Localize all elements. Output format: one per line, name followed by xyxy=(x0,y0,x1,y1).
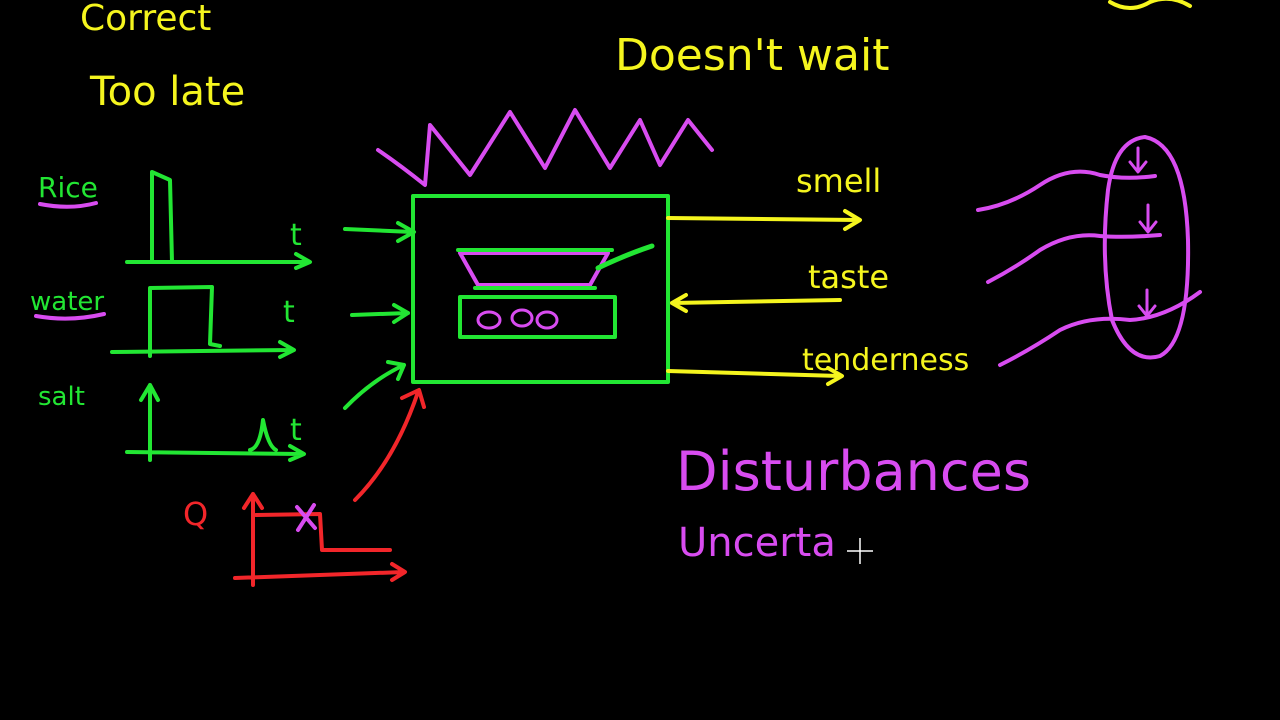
down-arrow-icon xyxy=(1128,146,1148,174)
crosshair-cursor-icon xyxy=(847,538,873,564)
water-time-axis-label: t xyxy=(283,295,295,330)
wave-line-middle xyxy=(986,233,1162,284)
rice-underline xyxy=(38,201,98,209)
pot-handle xyxy=(595,243,655,271)
process-box xyxy=(411,194,670,384)
water-graph-axes xyxy=(110,340,296,359)
sample-oval xyxy=(1102,135,1191,360)
input-label-water: water xyxy=(30,287,104,317)
down-arrow-icon xyxy=(1137,288,1157,318)
wave-line-top xyxy=(976,169,1157,212)
note-doesnt-wait: Doesn't wait xyxy=(615,30,889,81)
pot-icon xyxy=(458,251,610,287)
input-label-salt: salt xyxy=(38,382,85,412)
output-label-smell: smell xyxy=(796,162,881,200)
rice-graph-pulse xyxy=(150,170,174,264)
heat-graph-step xyxy=(254,512,392,552)
rice-time-axis-label: t xyxy=(290,218,302,253)
output-arrow-taste xyxy=(670,293,842,313)
salt-graph-axes xyxy=(125,383,306,462)
pot-rim xyxy=(456,248,614,290)
down-arrow-icon xyxy=(1138,203,1158,234)
water-underline xyxy=(34,312,106,321)
wave-line-bottom xyxy=(998,290,1202,367)
steam-zigzag xyxy=(376,108,714,187)
output-label-tenderness: tenderness xyxy=(802,343,969,378)
label-disturbances: Disturbances xyxy=(676,440,1031,503)
stove-knob-icon xyxy=(476,310,502,330)
output-arrow-smell xyxy=(666,209,862,231)
label-uncertainty: Uncerta xyxy=(678,520,836,566)
output-arrow-tenderness xyxy=(666,366,844,386)
stove-knob-icon xyxy=(510,308,534,328)
input-label-heat: Q xyxy=(183,495,208,533)
cut-off-yellow-scribble xyxy=(1108,0,1192,10)
salt-graph-spike xyxy=(248,418,278,452)
heat-disturbance-mark xyxy=(295,503,317,532)
input-arrow-water xyxy=(350,303,410,324)
salt-time-axis-label: t xyxy=(290,413,302,448)
note-too-late: Too late xyxy=(89,69,245,115)
input-arrow-rice xyxy=(343,221,416,243)
heat-graph-axes xyxy=(233,492,407,587)
input-label-rice: Rice xyxy=(38,171,98,204)
input-arrow-salt xyxy=(343,360,406,410)
note-correct: Correct xyxy=(80,0,211,39)
input-arrow-heat xyxy=(353,388,426,502)
stove-icon xyxy=(458,295,617,339)
rice-graph-axes xyxy=(125,252,312,270)
output-label-taste: taste xyxy=(808,258,889,296)
stove-knob-icon xyxy=(535,310,559,330)
water-graph-pulse xyxy=(148,285,222,358)
